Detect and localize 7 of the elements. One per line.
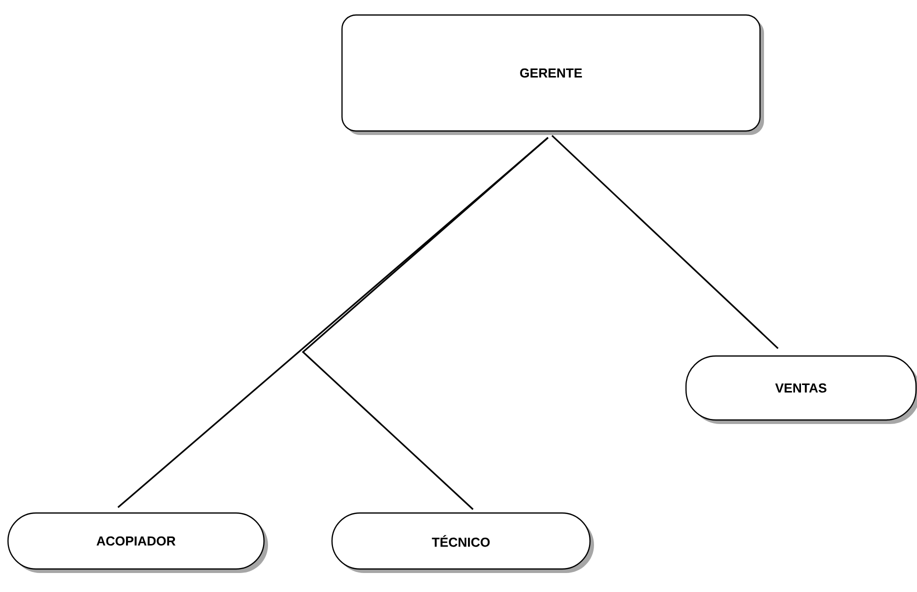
node-label: VENTAS xyxy=(775,383,826,393)
connector-line xyxy=(551,135,779,349)
connector-line xyxy=(302,137,549,510)
rounded-box: TÉCNICO xyxy=(331,512,594,573)
rounded-box: ACOPIADOR xyxy=(7,512,268,573)
title-box: GERENTE xyxy=(341,14,764,135)
rounded-box: VENTAS xyxy=(685,355,917,424)
